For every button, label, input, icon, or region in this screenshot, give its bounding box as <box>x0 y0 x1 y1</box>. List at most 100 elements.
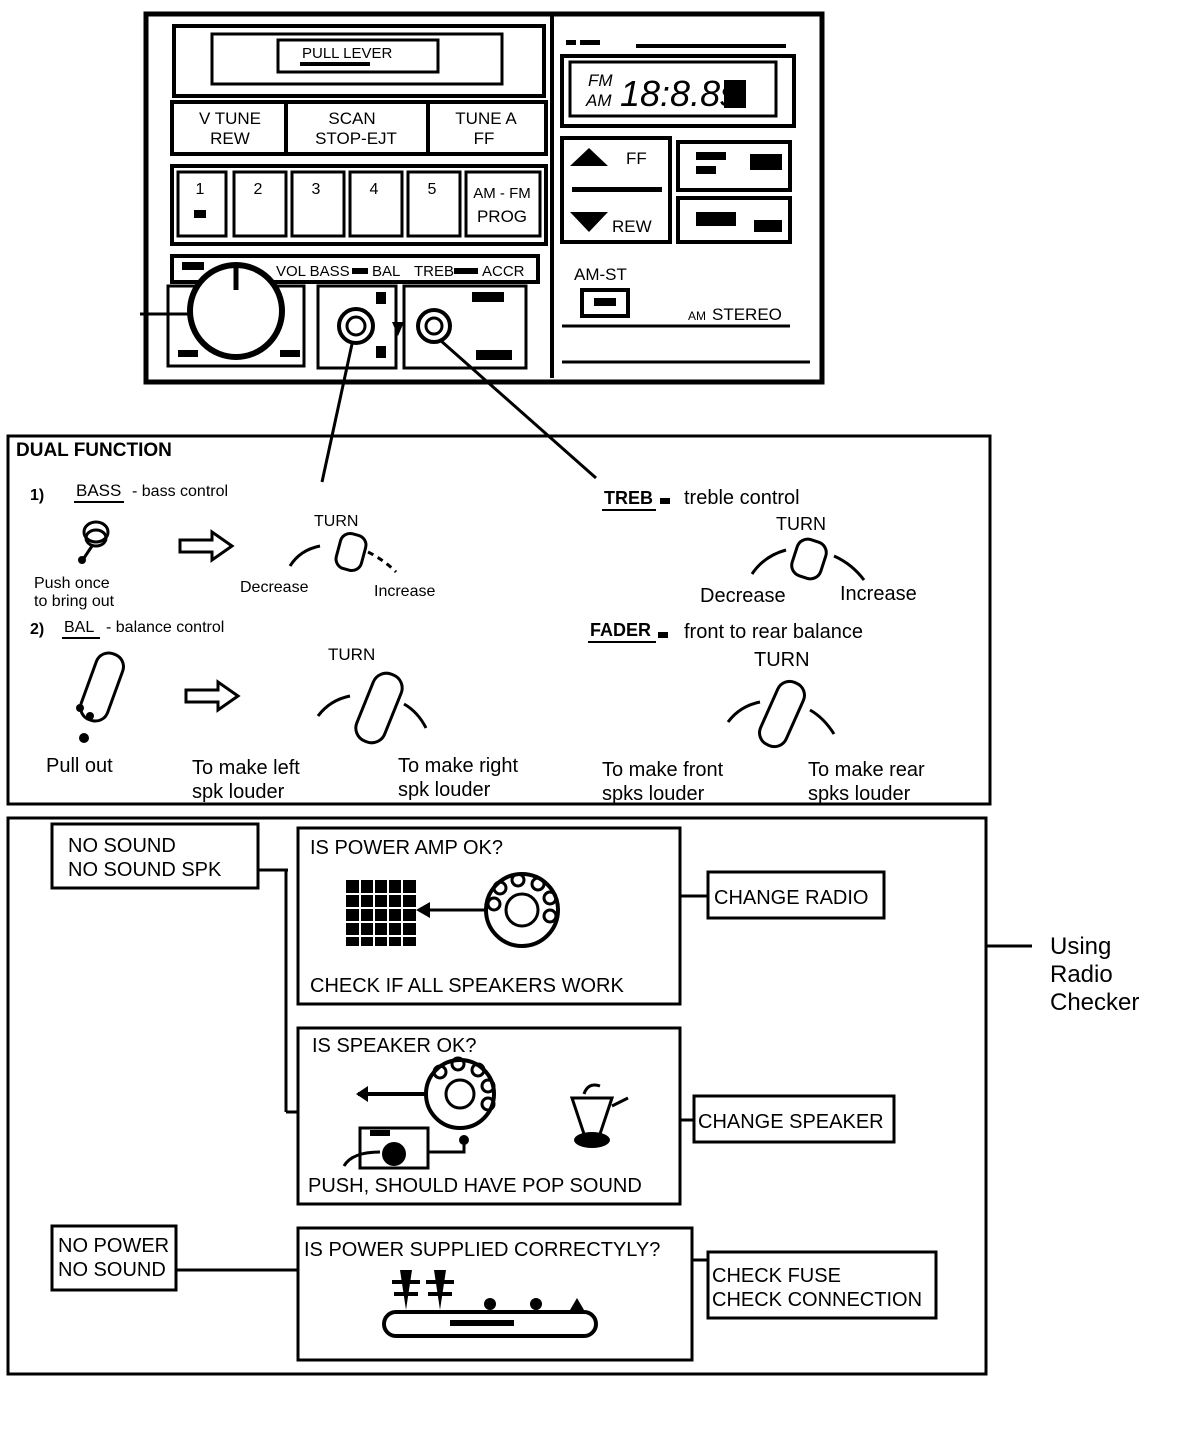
change-speaker-label: CHANGE SPEAKER <box>698 1111 884 1133</box>
preset-3-label: 3 <box>312 181 321 198</box>
frequency-display: FM AM 18:8.8s <box>560 54 796 128</box>
item-1-number: 1) <box>30 487 44 504</box>
preset-4-button[interactable]: 4 <box>348 170 404 238</box>
checker-line2: Radio <box>1050 961 1113 988</box>
down-arrow-icon <box>392 322 404 336</box>
v-tune-rew-button[interactable]: V TUNE REW <box>199 109 261 148</box>
down-arrow-icon <box>570 212 608 232</box>
rear-line1: To make rear <box>808 759 925 781</box>
bal-label: BAL <box>64 619 94 636</box>
bass-increase-label: Increase <box>374 583 435 600</box>
treb-turn-label: TURN <box>776 514 826 534</box>
preset-1-label: 1 <box>196 181 205 198</box>
bass-description: - bass control <box>132 483 228 500</box>
mode-button-top[interactable] <box>676 140 792 192</box>
seek-button[interactable]: FF REW <box>560 136 672 244</box>
preset-button-row: 1 2 3 4 5 AM - FM PROG <box>170 164 548 246</box>
turn-knob-icon <box>316 671 428 745</box>
scan-stop-ejt-button[interactable]: SCAN STOP-EJT <box>315 109 397 148</box>
turn-knob-icon <box>750 537 866 581</box>
fader-description: front to rear balance <box>684 621 863 643</box>
preset-5-label: 5 <box>428 181 437 198</box>
front-line2: spks louder <box>602 783 705 805</box>
right-arrow-icon <box>178 529 235 563</box>
power-supply-box <box>296 1226 694 1362</box>
vol-bass-label: VOL BASS <box>276 263 350 280</box>
speaker-box <box>296 1026 682 1206</box>
check-fuse-box <box>706 1250 938 1320</box>
check-speakers-label: CHECK IF ALL SPEAKERS WORK <box>310 975 624 997</box>
power-amp-question: IS POWER AMP OK? <box>310 837 503 859</box>
no-sound-line2: NO SOUND SPK <box>68 859 222 881</box>
turn-knob-icon <box>288 531 398 574</box>
pull-out-label: Pull out <box>46 755 113 777</box>
change-radio-label: CHANGE RADIO <box>714 887 868 909</box>
rew-seek-label: REW <box>612 217 652 236</box>
volume-knob[interactable] <box>187 262 285 360</box>
dual-function-title: DUAL FUNCTION <box>16 440 172 461</box>
am-fm-label: AM - FM <box>473 185 531 202</box>
am-st-label: AM-ST <box>574 265 627 284</box>
bal-label: BAL <box>372 263 400 280</box>
right-arrow-icon <box>184 679 241 713</box>
speaker-icon <box>569 1083 629 1148</box>
cassette-door[interactable]: PULL LEVER <box>172 24 546 98</box>
power-question: IS POWER SUPPLIED CORRECTYLY? <box>304 1239 660 1261</box>
scan-label: SCAN <box>328 109 375 128</box>
prog-label: PROG <box>477 207 527 226</box>
radio-checker-dial-icon <box>424 1056 496 1130</box>
treb-label: TREB <box>414 263 454 280</box>
push-pop-label: PUSH, SHOULD HAVE POP SOUND <box>308 1175 642 1197</box>
function-button-row: V TUNE REW SCAN STOP-EJT TUNE A FF <box>170 100 548 156</box>
fader-label: FADER <box>590 620 651 640</box>
left-line1: To make left <box>192 757 300 779</box>
am-fm-prog-button[interactable]: AM - FM PROG <box>464 170 542 238</box>
preset-1-button[interactable]: 1 <box>176 170 228 238</box>
front-line1: To make front <box>602 759 724 781</box>
change-speaker-box <box>692 1094 896 1144</box>
mode-button-bottom[interactable] <box>676 196 792 244</box>
checker-line3: Checker <box>1050 989 1139 1016</box>
am-stereo-small-label: AM <box>688 309 706 323</box>
rew-label: REW <box>210 129 250 148</box>
tune-ff-button[interactable]: TUNE A FF <box>455 109 517 148</box>
preset-3-button[interactable]: 3 <box>290 170 346 238</box>
ff-label: FF <box>474 129 495 148</box>
treb-fader-knob[interactable] <box>416 308 452 344</box>
bass-turn-label: TURN <box>314 513 358 530</box>
knob-pull-icon <box>76 651 125 743</box>
no-power-line2: NO SOUND <box>58 1259 166 1281</box>
am-stereo-label: STEREO <box>712 305 782 324</box>
bass-label: BASS <box>76 481 121 500</box>
change-radio-box <box>706 870 886 920</box>
bal-description: - balance control <box>106 619 224 636</box>
dual-function-panel: DUAL FUNCTION 1) BASS - bass control Pus… <box>6 434 992 806</box>
right-line1: To make right <box>398 755 518 777</box>
push-once-label: Push once <box>34 575 110 592</box>
am-indicator: AM <box>585 91 612 110</box>
treb-leader-line <box>439 338 597 480</box>
to-bring-out-label: to bring out <box>34 593 115 610</box>
bass-bal-knob[interactable] <box>337 307 375 345</box>
preset-2-label: 2 <box>254 181 263 198</box>
am-st-button[interactable] <box>580 288 630 318</box>
speaker-grille-icon <box>346 880 416 946</box>
treb-description: treble control <box>684 487 800 509</box>
preset-2-button[interactable]: 2 <box>232 170 288 238</box>
no-power-line1: NO POWER <box>58 1235 169 1257</box>
bass-leader-line <box>320 343 354 483</box>
treb-label: TREB <box>604 488 653 508</box>
display-reading: 18:8.8s <box>620 73 738 114</box>
accr-label: ACCR <box>482 263 525 280</box>
stop-ejt-label: STOP-EJT <box>315 129 397 148</box>
left-line2: spk louder <box>192 781 285 803</box>
pull-lever-label: PULL LEVER <box>302 45 392 62</box>
up-arrow-icon <box>570 148 608 166</box>
knob-label-strip: VOL BASS BAL TREB ACCR <box>170 254 540 284</box>
fader-turn-label: TURN <box>754 649 810 671</box>
preset-4-label: 4 <box>370 181 379 198</box>
power-amp-box <box>296 826 682 1006</box>
checker-line1: Using <box>1050 933 1111 960</box>
v-tune-label: V TUNE <box>199 109 261 128</box>
preset-5-button[interactable]: 5 <box>406 170 462 238</box>
